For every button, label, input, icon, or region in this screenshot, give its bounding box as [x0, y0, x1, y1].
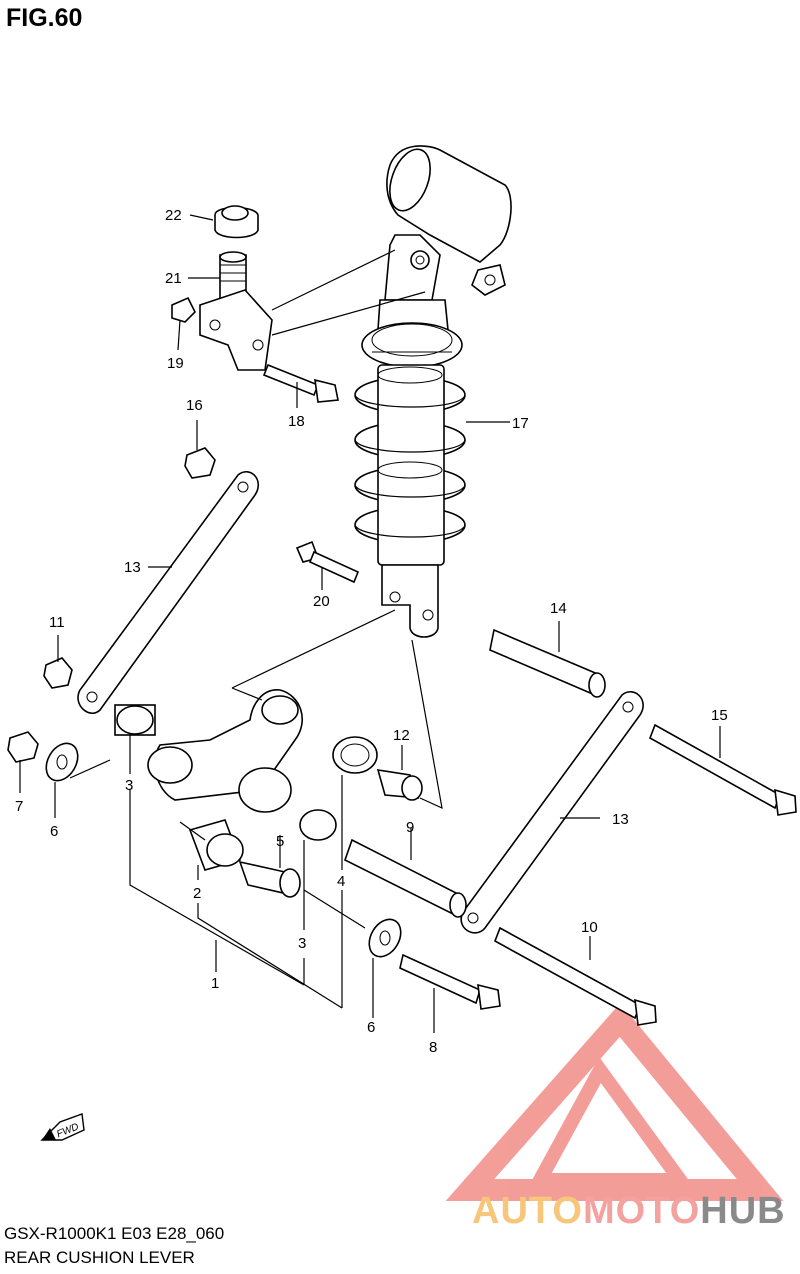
spacer-12 [376, 769, 423, 801]
callout-3-right: 3 [298, 935, 306, 952]
bearing-2 [188, 819, 244, 871]
bolt-20 [295, 540, 360, 584]
nut-22 [214, 205, 259, 239]
washer-6-right [368, 918, 402, 958]
nut-8 [7, 731, 39, 763]
callout-labels: 22 21 19 18 16 17 13 20 11 14 15 12 7 6 … [15, 207, 728, 1056]
callout-10: 10 [581, 919, 598, 936]
callout-20: 20 [313, 593, 330, 610]
callout-3-left: 3 [125, 777, 133, 794]
callout-6-left: 6 [50, 823, 58, 840]
watermark-logo [445, 1003, 784, 1201]
callout-17: 17 [512, 415, 529, 432]
watermark-text: AUTOMOTOHUB [472, 1190, 786, 1233]
cushion-lever [147, 689, 304, 813]
tie-rod-lower [460, 691, 644, 934]
callout-7: 8 [429, 1039, 437, 1056]
callout-6-right: 6 [367, 1019, 375, 1036]
bearing-3-left [114, 704, 156, 736]
nut-16 [184, 447, 216, 479]
nut-11 [43, 657, 73, 689]
bearing-4 [332, 736, 378, 774]
bracket-21 [199, 289, 273, 371]
callout-16: 16 [186, 397, 203, 414]
rear-shock-absorber [354, 145, 512, 638]
callout-1: 1 [211, 975, 219, 992]
figure-title: FIG.60 [6, 4, 83, 32]
callout-19: 19 [167, 355, 184, 372]
callout-21: 21 [165, 270, 182, 287]
spacer-5 [238, 860, 301, 898]
washer-6-left [45, 742, 79, 782]
bolt-21 [219, 251, 247, 301]
bearing-3-right [299, 809, 337, 841]
tie-rod-upper [77, 471, 260, 714]
callout-4: 4 [337, 873, 345, 890]
callout-15: 15 [711, 707, 728, 724]
bolt-10 [494, 926, 657, 1026]
callout-5: 5 [276, 833, 284, 850]
callout-12: 12 [393, 727, 410, 744]
callout-11: 11 [49, 614, 65, 631]
watermark-text-part2: MOTO [582, 1190, 701, 1232]
callout-13-lower: 13 [612, 811, 629, 828]
nut-19 [171, 296, 196, 323]
callout-14: 14 [550, 600, 567, 617]
bolt-18 [262, 363, 339, 403]
spacer-9 [344, 838, 467, 918]
bolt-15 [649, 723, 797, 816]
footer-model-code: GSX-R1000K1 E03 E28_060 [4, 1224, 225, 1243]
fwd-arrow: FWD [40, 1113, 85, 1141]
leader-lines [19, 214, 721, 1033]
footer-figure-name: REAR CUSHION LEVER [4, 1248, 195, 1267]
callout-22: 22 [165, 207, 182, 224]
watermark-text-part3: HUB [700, 1190, 786, 1232]
spacer-14 [489, 628, 606, 698]
callout-18: 18 [288, 413, 305, 430]
callout-2: 2 [193, 885, 201, 902]
callout-8: 7 [15, 798, 23, 815]
callout-13-upper: 13 [124, 559, 141, 576]
callout-9: 9 [406, 819, 414, 836]
bolt-7 [399, 953, 501, 1010]
watermark-text-part1: AUTO [472, 1190, 583, 1232]
